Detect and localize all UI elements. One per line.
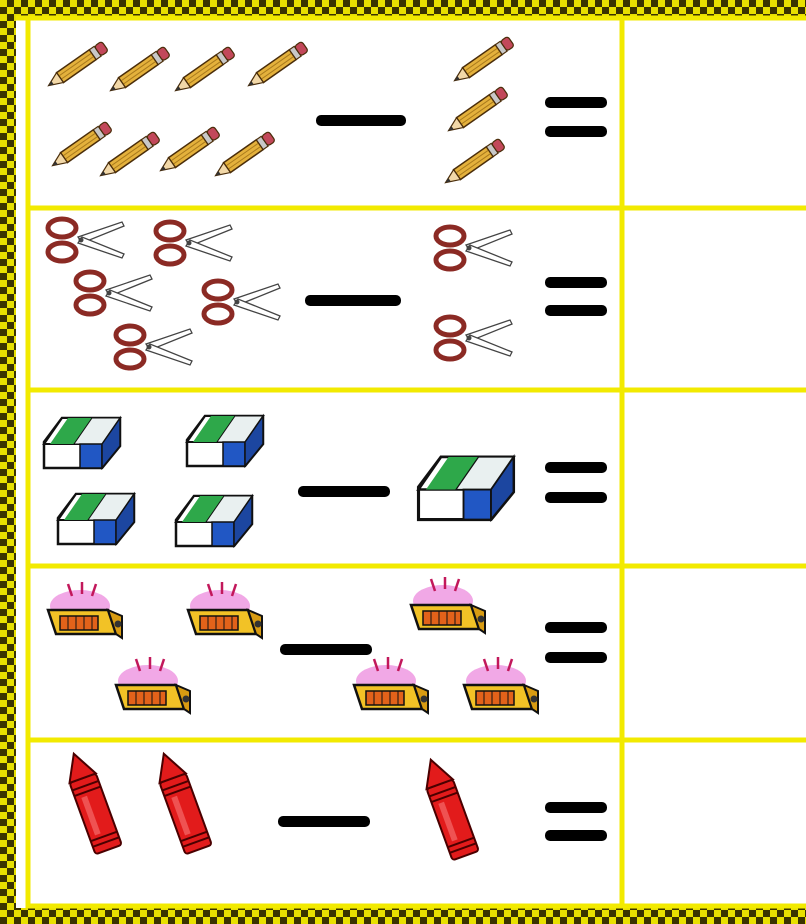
answer-box[interactable]	[628, 571, 802, 737]
problem-row-4	[46, 571, 802, 737]
answer-box[interactable]	[628, 213, 802, 387]
eraser-icon	[42, 416, 122, 470]
equals-sign	[545, 462, 607, 503]
eraser-icon	[174, 494, 254, 548]
eraser-icon	[185, 414, 265, 468]
eraser-icon	[56, 492, 136, 546]
eraser-icon	[416, 455, 516, 522]
minus-sign	[316, 115, 406, 126]
answer-box[interactable]	[628, 745, 802, 903]
minus-sign	[298, 486, 390, 497]
problem-row-2	[48, 213, 802, 387]
minus-sign	[278, 816, 370, 827]
equals-sign	[545, 802, 607, 841]
problem-row-3	[42, 395, 802, 563]
equals-sign	[545, 277, 607, 316]
subtrahend-group	[416, 455, 516, 522]
minus-sign	[305, 295, 401, 306]
grid-lines	[16, 15, 806, 909]
equals-sign	[545, 97, 607, 137]
problem-row-5	[59, 745, 802, 903]
answer-box[interactable]	[628, 22, 802, 205]
equals-sign	[545, 622, 607, 663]
minus-sign	[280, 644, 372, 655]
problem-row-1	[44, 22, 802, 205]
answer-box[interactable]	[628, 395, 802, 563]
